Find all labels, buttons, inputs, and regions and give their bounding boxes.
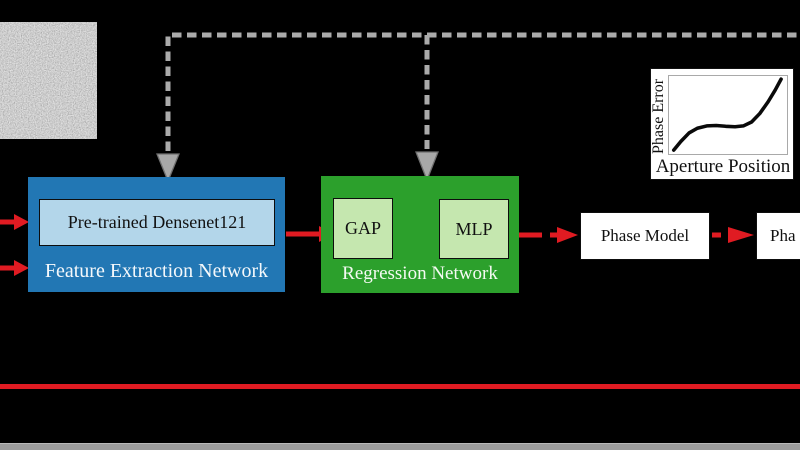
mlp-block: MLP xyxy=(439,199,509,259)
feature-network-title: Feature Extraction Network xyxy=(44,260,269,282)
clipped-output-box: Pha xyxy=(756,212,800,260)
plot-xlabel: Aperture Position xyxy=(655,156,791,177)
arrow-mlp-to-phase-model xyxy=(509,227,578,243)
input-arrow-bottom xyxy=(0,260,29,276)
plot-axes xyxy=(668,75,788,155)
densenet-block: Pre-trained Densenet121 xyxy=(39,199,275,246)
gap-block: GAP xyxy=(333,198,393,259)
phase-error-curve xyxy=(671,77,783,152)
regression-network-title: Regression Network xyxy=(342,263,498,284)
plot-ylabel: Phase Error xyxy=(650,78,667,154)
red-divider-line xyxy=(0,384,800,389)
regression-network-box: GAP MLP Regression Network xyxy=(321,176,519,293)
speckle-input-image xyxy=(0,22,97,139)
arrow-phase-model-to-output xyxy=(712,227,754,243)
densenet-label: Pre-trained Densenet121 xyxy=(67,212,247,232)
phase-error-plot: Phase Error Aperture Position xyxy=(650,68,794,180)
bottom-taskbar-strip xyxy=(0,443,800,450)
input-arrow-top xyxy=(0,214,29,230)
phase-model-box: Phase Model xyxy=(580,212,710,260)
feature-extraction-network-box: Pre-trained Densenet121 Feature Extracti… xyxy=(28,177,285,292)
